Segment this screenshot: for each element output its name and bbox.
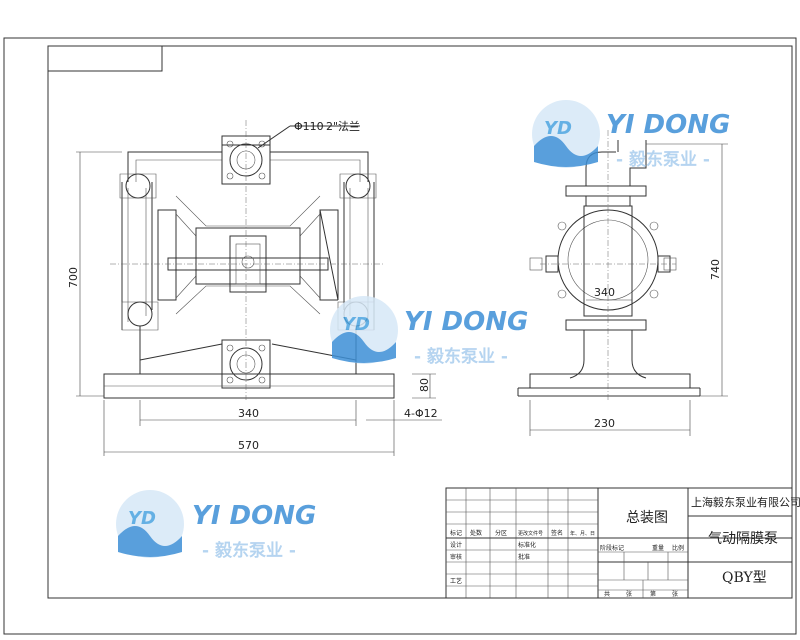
- left-label-4: 批准: [518, 553, 530, 561]
- stage-label-1: 重量: [652, 544, 664, 552]
- svg-text:YI DONG: YI DONG: [404, 307, 528, 337]
- watermark-logo: YD YI DONG - 毅东泵业 -: [532, 100, 730, 170]
- svg-text:- 毅东泵业 -: - 毅东泵业 -: [414, 346, 508, 367]
- svg-text:YI DONG: YI DONG: [192, 501, 316, 531]
- title-product: 气动隔膜泵: [708, 531, 778, 547]
- left-label-1: 审核: [450, 553, 462, 561]
- svg-text:- 毅东泵业 -: - 毅东泵业 -: [616, 149, 710, 170]
- title-company: 上海毅东泵业有限公司: [691, 495, 800, 509]
- sheet-label-0: 共: [604, 590, 610, 598]
- dim-flange: 2"法兰: [326, 119, 360, 133]
- title-drawing-name: 总装图: [626, 510, 668, 526]
- svg-text:YD: YD: [342, 314, 370, 335]
- dim-height-base: 80: [418, 378, 431, 392]
- front-view: [76, 120, 442, 456]
- row-label-1: 处数: [470, 529, 482, 537]
- dim-holes: 4-Φ12: [404, 407, 438, 420]
- outer-border: [3, 37, 797, 635]
- title-model: QBY型: [722, 570, 767, 586]
- left-label-3: 标准化: [518, 541, 536, 549]
- stage-label-0: 阶段标记: [600, 544, 624, 552]
- sheet-label-2: 第: [650, 590, 656, 598]
- inner-border: [47, 45, 793, 599]
- svg-text:YI DONG: YI DONG: [606, 110, 730, 140]
- left-label-0: 设计: [450, 541, 462, 549]
- svg-text:YD: YD: [128, 508, 156, 529]
- title-block: [445, 487, 793, 599]
- row-label-0: 标记: [450, 529, 462, 537]
- row-label-5: 年、月、日: [570, 530, 595, 537]
- svg-text:YD: YD: [544, 118, 572, 139]
- stage-label-2: 比例: [672, 544, 684, 552]
- dim-pipe-dia: Φ110: [294, 120, 324, 133]
- dim-side-base: 230: [594, 417, 615, 430]
- sheet-label-3: 张: [672, 590, 678, 598]
- row-label-3: 更改文件号: [518, 530, 543, 537]
- watermark-logo: YD YI DONG - 毅东泵业 -: [330, 296, 528, 367]
- svg-text:- 毅东泵业 -: - 毅东泵业 -: [202, 540, 296, 561]
- dim-side-inner: 340: [594, 286, 615, 299]
- dim-height-front: 700: [67, 267, 80, 288]
- row-label-4: 签名: [551, 529, 563, 537]
- left-label-2: 工艺: [450, 577, 462, 585]
- dim-width-bolt: 340: [238, 407, 259, 420]
- dim-side-height: 740: [709, 259, 722, 280]
- sheet-label-1: 张: [626, 590, 632, 598]
- side-view: [517, 130, 728, 436]
- row-label-2: 分区: [495, 529, 507, 537]
- corner-box: [47, 45, 163, 72]
- dim-width-total: 570: [238, 439, 259, 452]
- watermark-logo: YD YI DONG - 毅东泵业 -: [116, 490, 316, 561]
